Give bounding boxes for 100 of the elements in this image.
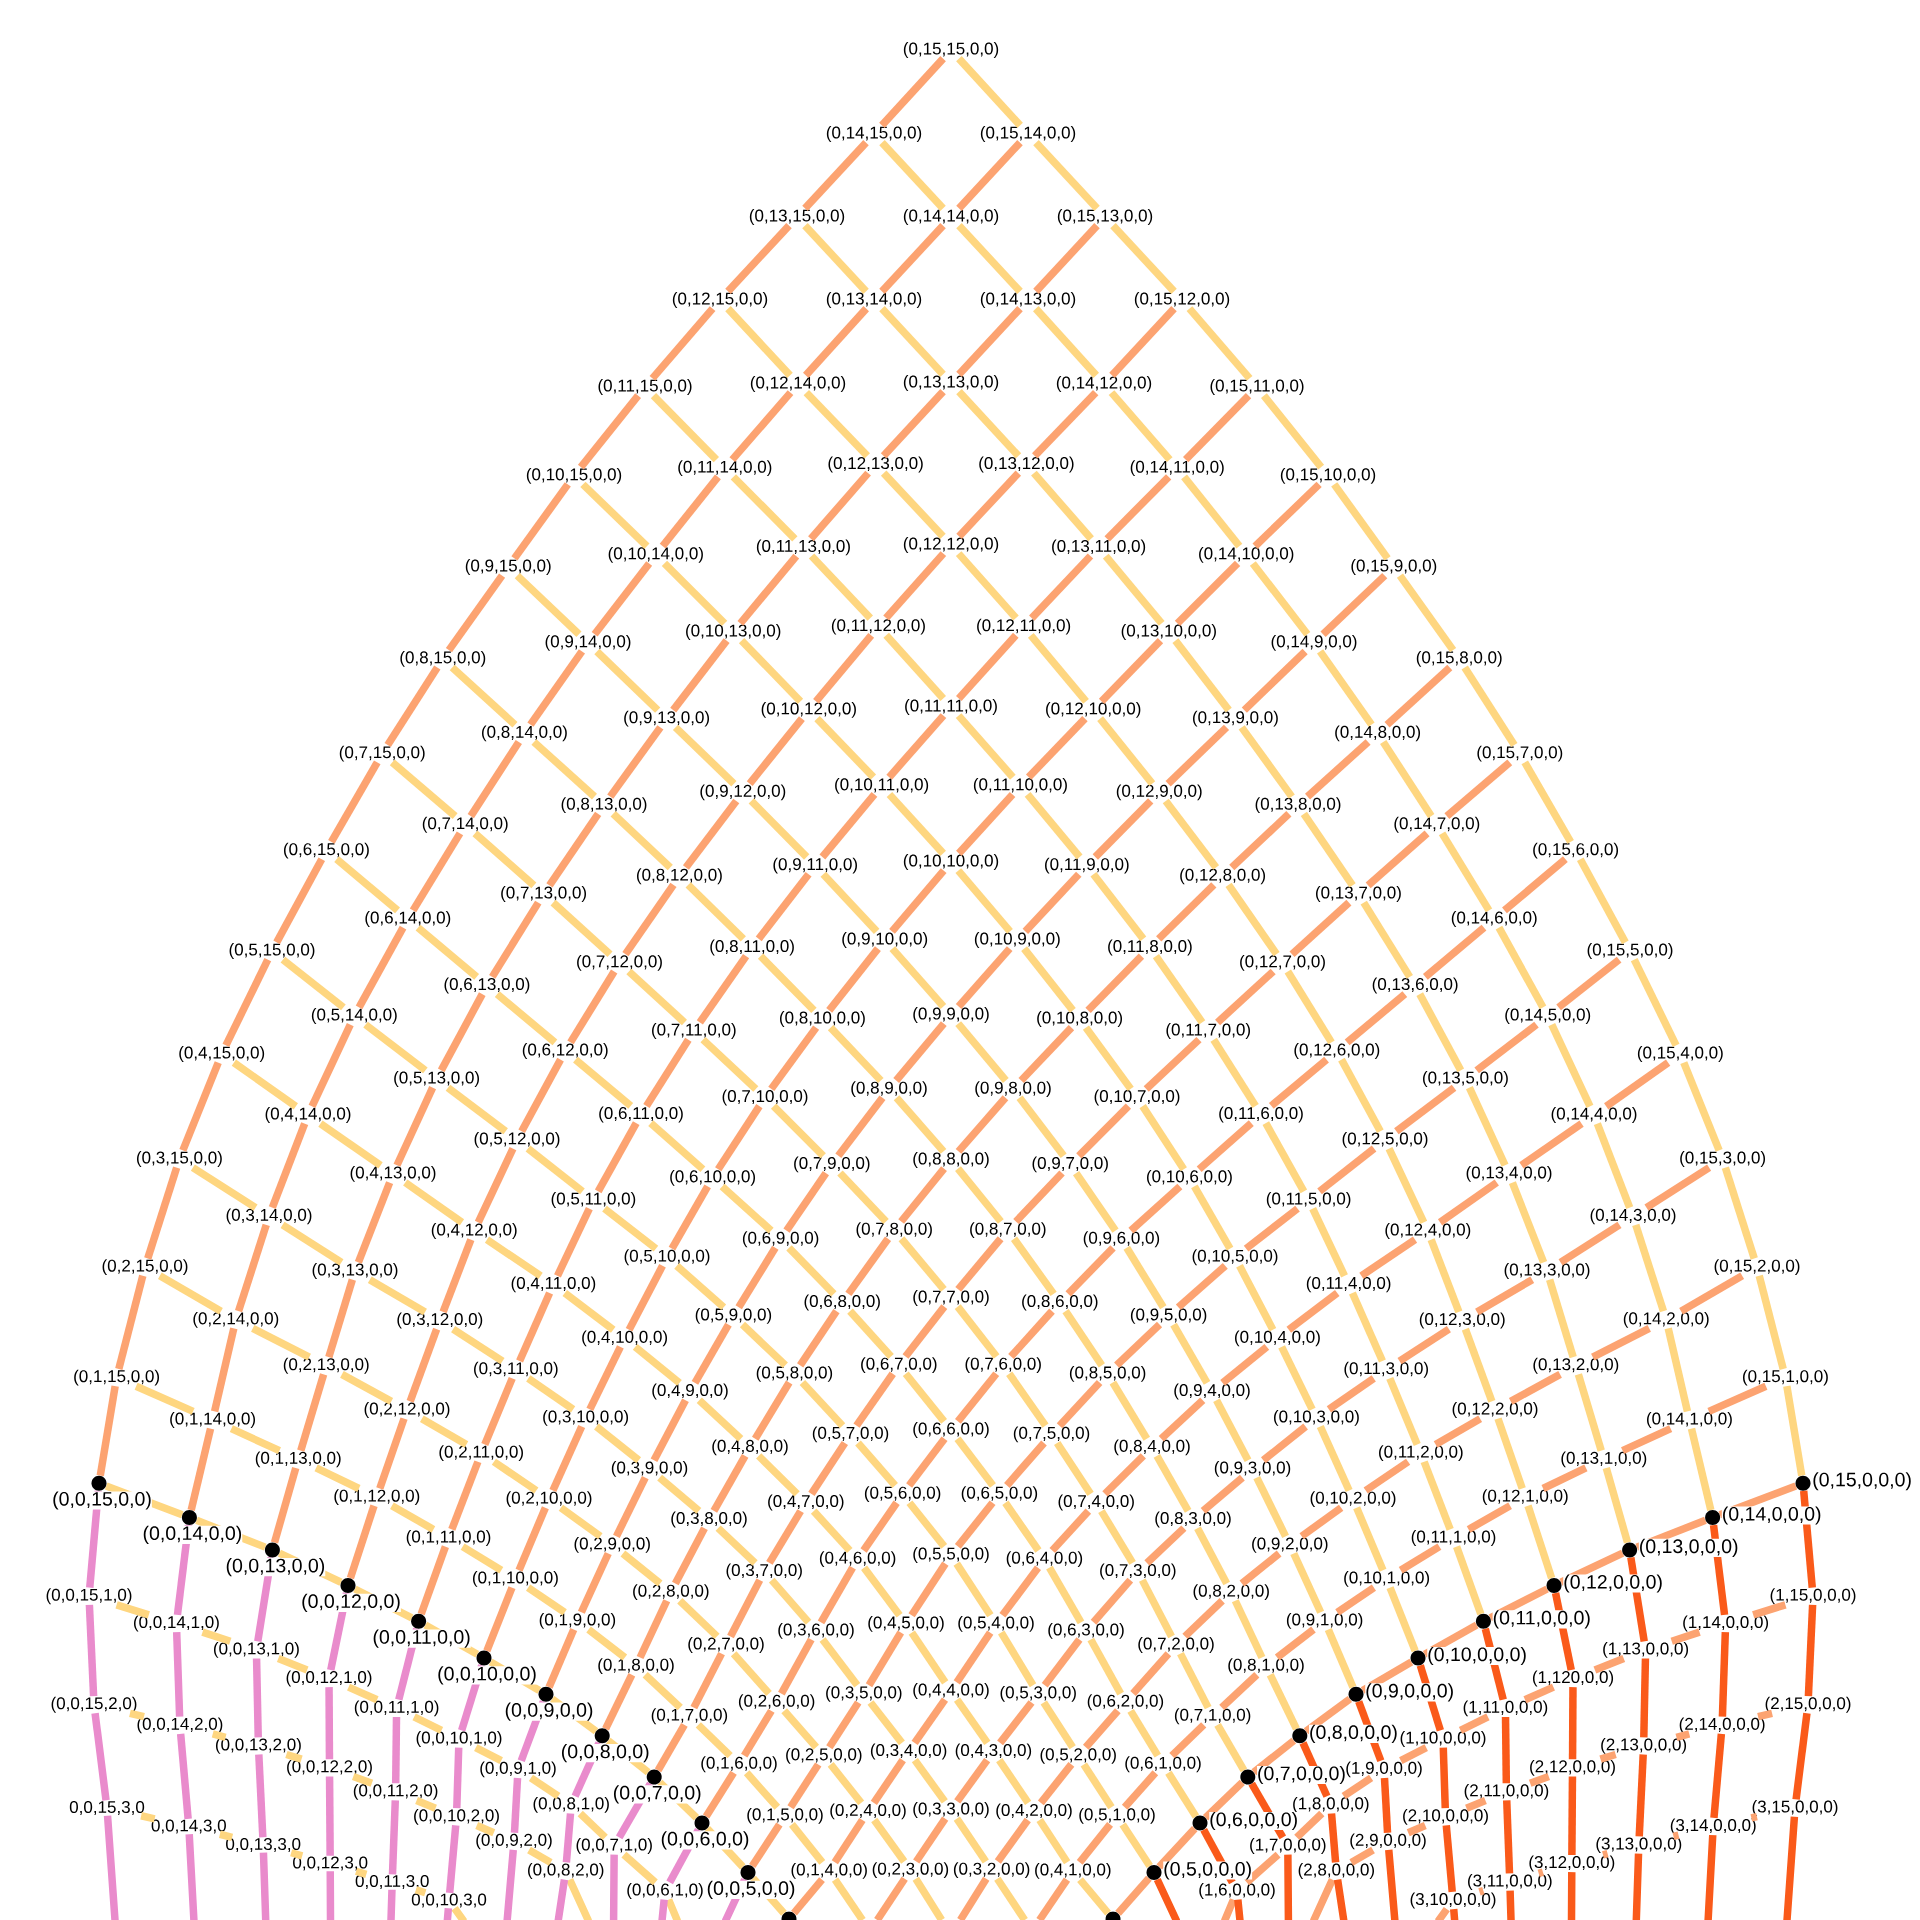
point-label: (0,6,9,0,0) <box>742 1231 819 1248</box>
point-label: (0,7,4,0,0) <box>1058 1494 1134 1511</box>
point-label: (0,7,3,0,0) <box>1100 1563 1176 1580</box>
point-label: (0,4,10,0,0) <box>582 1330 667 1347</box>
point-label: (0,15,15,0,0) <box>903 42 999 58</box>
point-label: (0,13,9,0,0) <box>1193 710 1278 727</box>
point-label: (0,8,14,0,0) <box>482 725 567 742</box>
point-label: (0,3,6,0,0) <box>778 1623 854 1639</box>
point-label: (1,9,0,0,0) <box>1346 1761 1422 1778</box>
point-label: (0,4,15,0,0) <box>179 1046 265 1062</box>
point-label: (0,10,12,0,0) <box>761 702 856 718</box>
point-label: (0,6,8,0,0) <box>804 1294 880 1311</box>
point-label: (0,13,13,0,0) <box>903 375 999 391</box>
point-label: (0,7,10,0,0) <box>722 1089 808 1106</box>
point-label: (0,6,1,0,0) <box>1125 1756 1201 1773</box>
point-label: (0,8,2,0,0) <box>1193 1584 1269 1601</box>
point-label: (0,2,12,0,0) <box>364 1402 450 1418</box>
point-label: (0,5,12,0,0) <box>474 1132 560 1148</box>
point-label: (0,0,14,1,0) <box>134 1615 219 1632</box>
point-label: (0,1,13,0,0) <box>255 1451 341 1468</box>
point-label: (0,2,7,0,0) <box>688 1637 764 1653</box>
point-label: (2,13,0,0,0) <box>1601 1738 1687 1754</box>
point-label: 0,0,11,3,0 <box>355 1875 429 1890</box>
point-label: (0,14,2,0,0) <box>1623 1311 1709 1328</box>
point-label: (0,9,9,0,0) <box>913 1007 989 1023</box>
point-label: (0,8,15,0,0) <box>400 650 486 667</box>
point-label: (0,2,13,0,0) <box>283 1357 369 1374</box>
point-label: (0,12,11,0,0) <box>977 618 1071 635</box>
point-label: (0,13,14,0,0) <box>826 292 922 308</box>
point-label: (0,15,11,0,0) <box>1210 379 1304 395</box>
point-label: (0,8,6,0,0) <box>1022 1294 1098 1311</box>
point-label: (1,11,0,0,0) <box>1463 1700 1548 1717</box>
point-label: (0,8,11,0,0) <box>710 939 794 956</box>
point-label: (0,0,15,0,0) <box>52 1491 152 1510</box>
point-label: (0,15,0,0,0) <box>1812 1472 1912 1491</box>
point-label: (0,13,12,0,0) <box>979 456 1074 473</box>
point-label: (0,5,5,0,0) <box>913 1547 989 1563</box>
point-label: (0,9,13,0,0) <box>624 710 709 727</box>
point-label: (0,0,10,2,0) <box>414 1808 499 1825</box>
point-label: (0,15,13,0,0) <box>1057 209 1153 225</box>
point-label: (0,7,11,0,0) <box>652 1023 736 1039</box>
point-label: (0,8,7,0,0) <box>970 1222 1046 1239</box>
point-label: (0,10,8,0,0) <box>1037 1011 1123 1027</box>
point-label: (0,0,8,0,0) <box>560 1744 650 1763</box>
point-label: (0,6,4,0,0) <box>1006 1551 1083 1568</box>
point-label: (0,3,2,0,0) <box>953 1862 1030 1879</box>
point-label: (0,10,3,0,0) <box>1274 1410 1359 1426</box>
point-label: (0,7,5,0,0) <box>1013 1426 1090 1443</box>
point-label: (1,8,0,0,0) <box>1293 1796 1369 1813</box>
point-label: (0,0,11,1,0) <box>354 1700 439 1717</box>
point-label: (0,0,13,0,0) <box>225 1558 326 1577</box>
point-label: (0,12,2,0,0) <box>1452 1402 1538 1418</box>
point-label: (0,6,13,0,0) <box>444 977 530 994</box>
point-label: (0,12,4,0,0) <box>1385 1223 1471 1239</box>
point-label: (0,8,5,0,0) <box>1069 1366 1146 1382</box>
point-label: (0,6,2,0,0) <box>1087 1694 1164 1711</box>
point-label: (0,15,3,0,0) <box>1680 1151 1766 1167</box>
point-label: (0,11,5,0,0) <box>1266 1192 1351 1208</box>
point-label: (0,15,10,0,0) <box>1280 467 1376 484</box>
point-label: (0,3,10,0,0) <box>543 1410 628 1426</box>
point-label: (1,7,0,0,0) <box>1250 1838 1326 1854</box>
point-label: (0,7,1,0,0) <box>1174 1708 1251 1725</box>
point-label: (0,5,11,0,0) <box>551 1192 636 1208</box>
point-label: (0,3,7,0,0) <box>726 1563 802 1580</box>
point-label: (2,9,0,0,0) <box>1350 1833 1426 1850</box>
point-label: (0,14,11,0,0) <box>1130 460 1224 477</box>
point-label: (0,1,11,0,0) <box>406 1530 491 1546</box>
point-label: (0,5,7,0,0) <box>812 1426 889 1443</box>
point-label: (0,7,9,0,0) <box>794 1156 870 1173</box>
point-label: (0,1,15,0,0) <box>74 1369 159 1386</box>
point-label: (0,12,9,0,0) <box>1116 784 1202 801</box>
point-label: (0,13,2,0,0) <box>1533 1357 1619 1374</box>
point-label: (0,8,3,0,0) <box>1155 1511 1231 1528</box>
point-label: (0,11,3,0,0) <box>1344 1361 1428 1378</box>
point-label: (0,7,15,0,0) <box>339 745 425 762</box>
point-label: (1,14,0,0,0) <box>1683 1615 1769 1632</box>
point-label: (0,15,1,0,0) <box>1743 1369 1828 1386</box>
point-label: (0,3,9,0,0) <box>611 1461 688 1477</box>
point-label: (0,4,7,0,0) <box>768 1494 844 1511</box>
point-label: (0,9,8,0,0) <box>975 1081 1051 1098</box>
point-label: (0,0,7,0,0) <box>612 1785 702 1804</box>
point-label: (0,7,2,0,0) <box>1138 1637 1214 1653</box>
point-label: (0,1,4,0,0) <box>791 1863 867 1879</box>
point-label: (0,3,11,0,0) <box>474 1361 558 1378</box>
point-label: (0,10,11,0,0) <box>835 777 929 794</box>
point-label: (0,15,9,0,0) <box>1351 559 1437 575</box>
point-label: (0,8,10,0,0) <box>780 1011 865 1027</box>
point-label: (0,4,6,0,0) <box>819 1551 896 1568</box>
point-label: (0,11,8,0,0) <box>1108 939 1192 956</box>
point-label: (0,14,5,0,0) <box>1505 1008 1591 1024</box>
point-label: (0,1,8,0,0) <box>598 1658 674 1675</box>
point-label: (0,10,15,0,0) <box>526 467 622 484</box>
point-label: (0,13,7,0,0) <box>1316 886 1401 902</box>
point-label: (0,8,1,0,0) <box>1228 1658 1304 1675</box>
point-label: (0,11,1,0,0) <box>1411 1530 1496 1546</box>
point-label: (0,3,4,0,0) <box>870 1743 947 1760</box>
point-label: (0,0,14,0,0) <box>142 1525 243 1544</box>
point-label: (0,12,10,0,0) <box>1046 702 1141 718</box>
point-label: (0,8,4,0,0) <box>1114 1439 1190 1456</box>
point-label: (0,0,10,1,0) <box>416 1731 502 1747</box>
